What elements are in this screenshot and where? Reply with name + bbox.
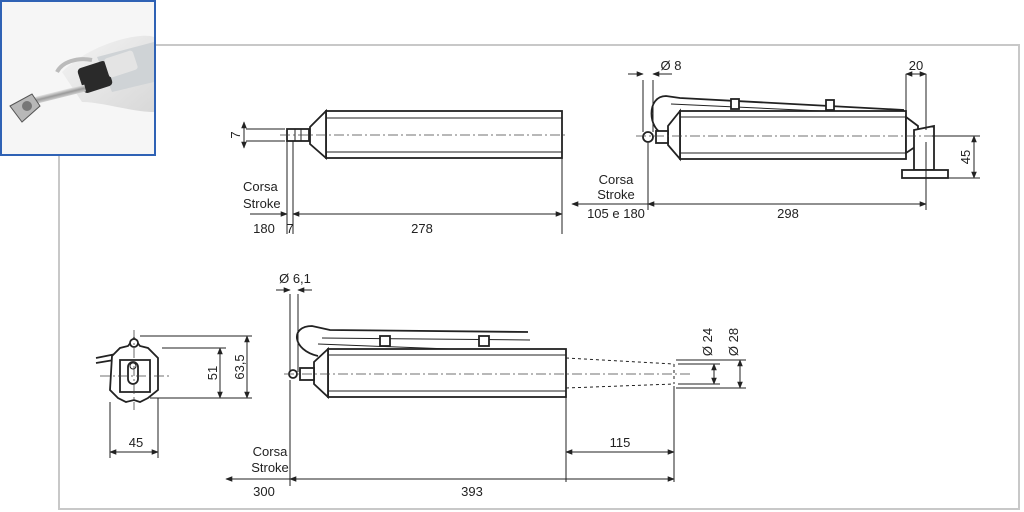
stroke-label-en-2: Stroke	[597, 187, 635, 202]
stroke-label-it-3: Corsa	[253, 444, 288, 459]
dim-7: 7	[286, 221, 293, 236]
end-view: 51 63,5 45	[95, 330, 252, 458]
dim-45: 45	[958, 150, 973, 164]
top-left-view: 7 Corsa Stroke 180 7 278	[228, 108, 568, 236]
dim-300: 300	[253, 484, 275, 499]
dim-393: 393	[461, 484, 483, 499]
actuator-body	[325, 110, 563, 159]
dim-45-end: 45	[129, 435, 143, 450]
dim-7-vertical: 7	[228, 131, 243, 138]
actuator-body-bottom	[327, 348, 567, 398]
actuator-body-side	[679, 110, 907, 160]
dim-51: 51	[205, 366, 220, 380]
dim-115: 115	[610, 435, 631, 450]
drawing-frame	[58, 44, 1020, 510]
dim-298: 298	[777, 206, 799, 221]
cable-bottom	[295, 325, 529, 357]
dim-278: 278	[411, 221, 433, 236]
actuator-photo-image	[2, 2, 154, 154]
bottom-view: Ø 6,1 Ø 24 Ø 28 115 Corsa Stroke 300 393	[225, 271, 746, 499]
dim-d28: Ø 28	[726, 328, 741, 356]
stroke-label-en: Stroke	[243, 196, 281, 211]
actuator-nose	[309, 108, 327, 160]
dim-d24: Ø 24	[700, 328, 715, 356]
dim-63-5: 63,5	[232, 354, 247, 379]
stroke-label-it-2: Corsa	[599, 172, 634, 187]
stroke-label-it: Corsa	[243, 179, 278, 194]
dim-20: 20	[909, 58, 923, 73]
dim-105-180: 105 e 180	[587, 206, 645, 221]
dim-d6-1: Ø 6,1	[279, 271, 311, 286]
stroke-label-en-3: Stroke	[251, 460, 289, 475]
product-photo	[0, 0, 156, 156]
top-right-view: Ø 8 20 45 Corsa Stroke 105 e 180 298	[571, 58, 980, 221]
dim-180: 180	[253, 221, 275, 236]
dim-d8: Ø 8	[661, 58, 682, 73]
